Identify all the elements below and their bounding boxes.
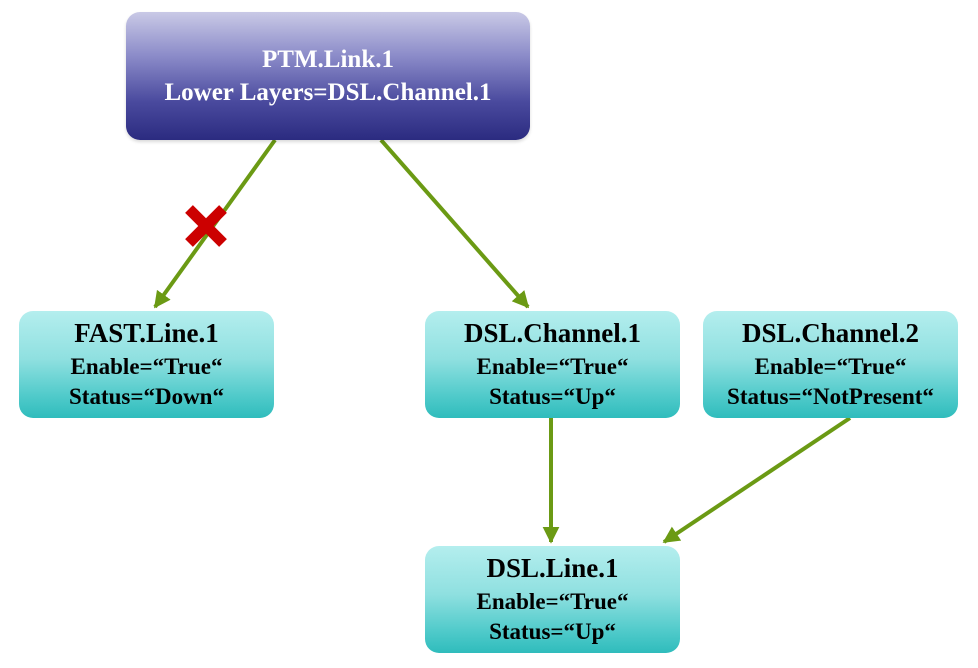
node-status: Status=“Up“ bbox=[489, 384, 616, 410]
node-fast-line-1: FAST.Line.1 Enable=“True“ Status=“Down“ bbox=[19, 311, 274, 418]
node-enable: Enable=“True“ bbox=[70, 353, 223, 379]
node-title: FAST.Line.1 bbox=[74, 318, 219, 349]
broken-link-x-icon bbox=[185, 205, 227, 247]
edge-ptm-to-dsl-channel-1 bbox=[379, 138, 530, 309]
node-status: Status=“NotPresent“ bbox=[727, 384, 934, 410]
node-ptm-link-1: PTM.Link.1 Lower Layers=DSL.Channel.1 bbox=[126, 12, 530, 140]
node-lower-layers: Lower Layers=DSL.Channel.1 bbox=[164, 79, 492, 106]
node-title: DSL.Channel.1 bbox=[463, 318, 642, 349]
node-title: DSL.Line.1 bbox=[486, 553, 619, 584]
node-dsl-channel-1: DSL.Channel.1 Enable=“True“ Status=“Up“ bbox=[425, 311, 680, 418]
node-enable: Enable=“True“ bbox=[754, 353, 907, 379]
node-enable: Enable=“True“ bbox=[476, 588, 629, 614]
node-dsl-line-1: DSL.Line.1 Enable=“True“ Status=“Up“ bbox=[425, 546, 680, 653]
node-title: PTM.Link.1 bbox=[262, 46, 394, 73]
node-dsl-channel-2: DSL.Channel.2 Enable=“True“ Status=“NotP… bbox=[703, 311, 958, 418]
edge-dsl-channel-2-to-dsl-line bbox=[662, 416, 852, 544]
node-enable: Enable=“True“ bbox=[476, 353, 629, 379]
node-status: Status=“Up“ bbox=[489, 619, 616, 645]
node-status: Status=“Down“ bbox=[69, 384, 224, 410]
node-title: DSL.Channel.2 bbox=[741, 318, 920, 349]
